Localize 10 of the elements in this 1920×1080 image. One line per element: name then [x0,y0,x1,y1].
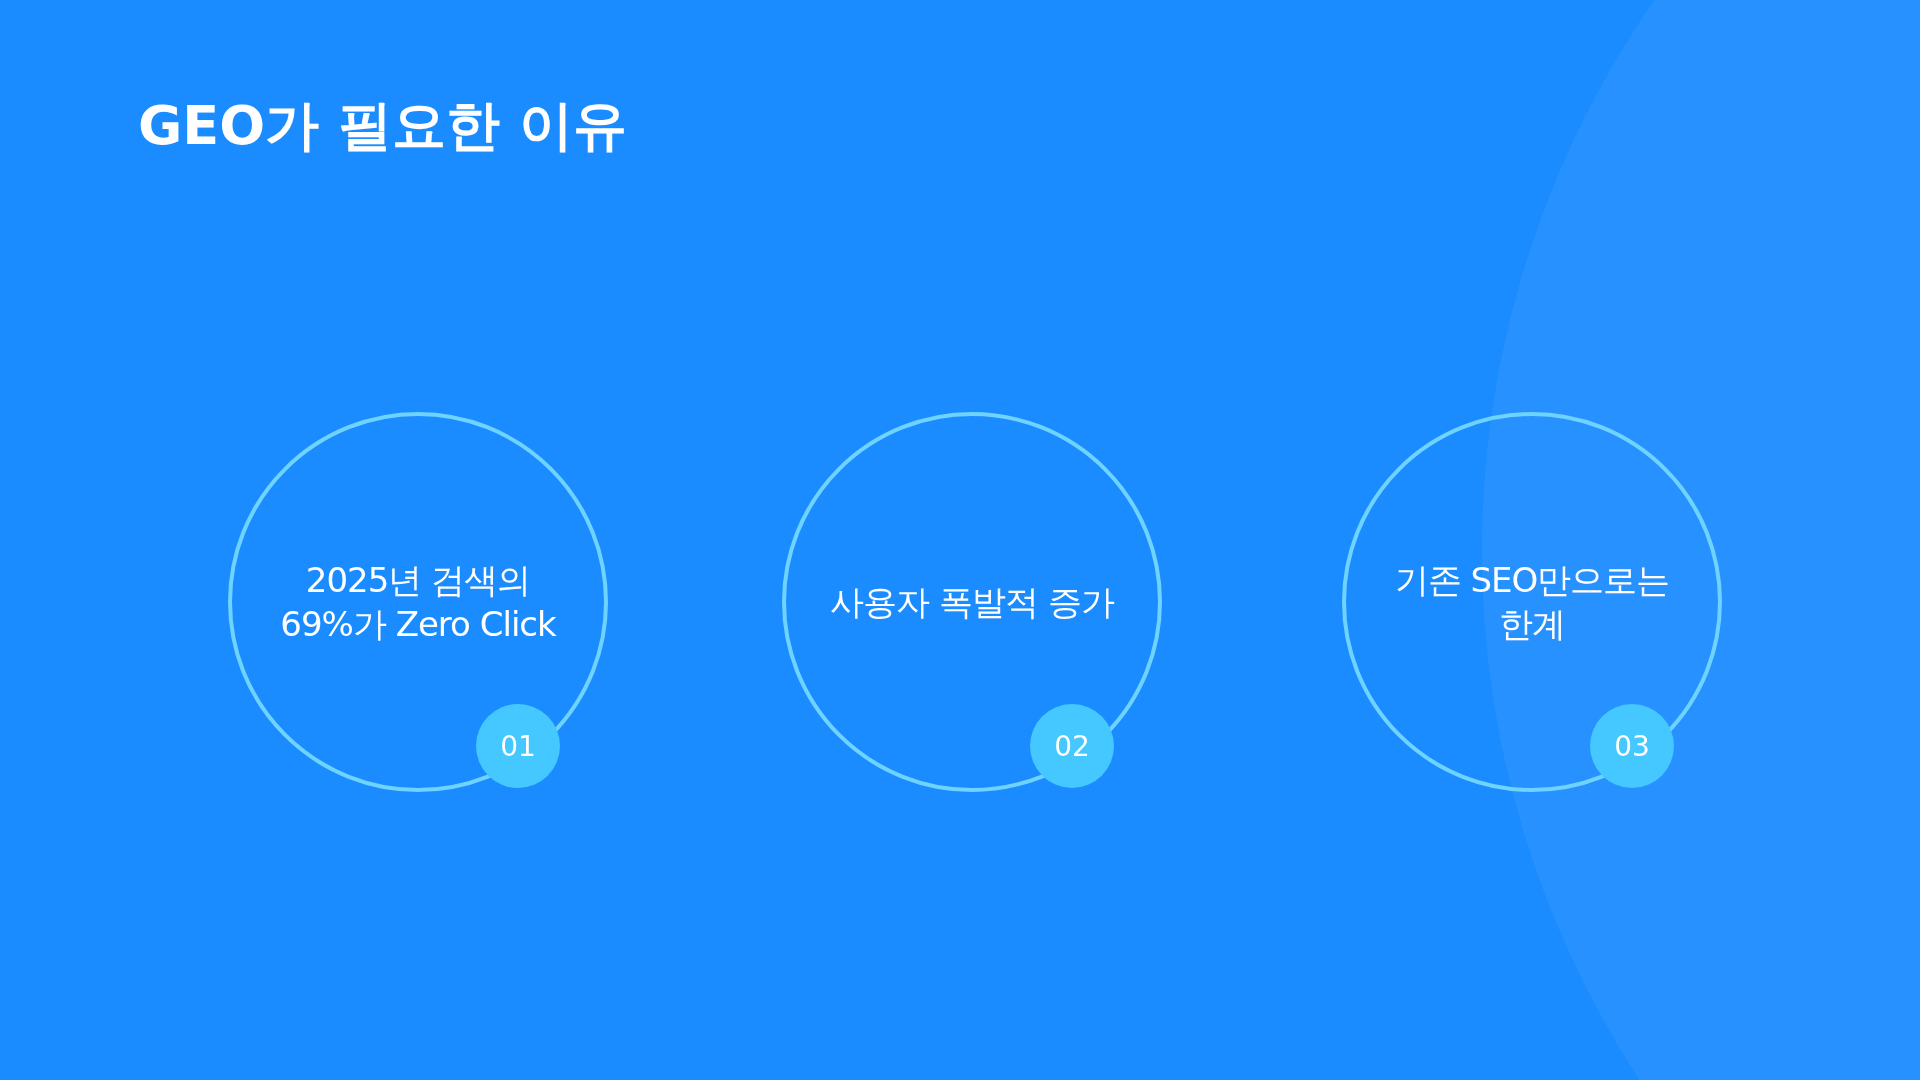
slide-title: GEO가 필요한 이유 [138,93,627,159]
number-badge: 01 [476,704,560,788]
circle-text: 기존 SEO만으로는 한계 [1393,558,1671,646]
circle-text: 사용자 폭발적 증가 [829,580,1115,624]
outlined-circle [228,412,608,792]
number-badge: 03 [1590,704,1674,788]
circle-text: 2025년 검색의 69%가 Zero Click [279,558,557,646]
outlined-circle [782,412,1162,792]
number-badge: 02 [1030,704,1114,788]
outlined-circle [1342,412,1722,792]
